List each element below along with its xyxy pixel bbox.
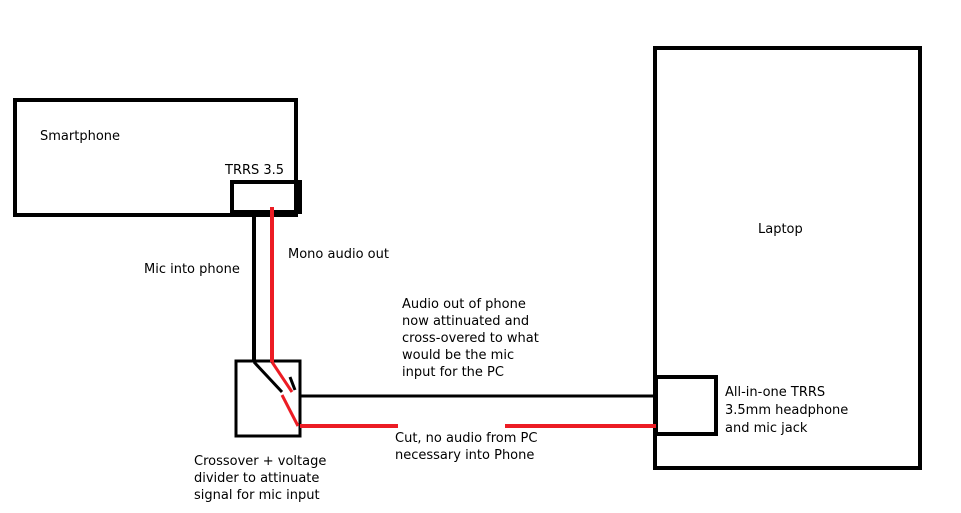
mono-audio-out-label: Mono audio out	[288, 247, 389, 262]
crossover-black-tick	[288, 376, 297, 391]
crossover-red-diagonal-upper	[270, 361, 294, 393]
phone-jack-label: TRRS 3.5	[225, 163, 285, 178]
audio-out-note: Audio out of phone now attinuated and cr…	[402, 297, 539, 380]
laptop-jack-label: All-in-one TRRS 3.5mm headphone and mic …	[725, 385, 849, 436]
phone-trrs-jack	[230, 180, 302, 214]
laptop-box	[653, 46, 922, 470]
laptop-trrs-jack	[654, 375, 718, 436]
crossover-box	[234, 359, 302, 438]
cut-note: Cut, no audio from PC necessary into Pho…	[395, 431, 538, 463]
crossover-red-diagonal-lower	[280, 394, 300, 427]
mic-into-phone-label: Mic into phone	[144, 262, 240, 277]
crossover-black-diagonal	[252, 360, 284, 394]
laptop-label: Laptop	[758, 222, 803, 237]
smartphone-label: Smartphone	[40, 129, 121, 144]
smartphone-box	[13, 98, 298, 217]
crossover-note: Crossover + voltage divider to attinuate…	[194, 454, 327, 503]
